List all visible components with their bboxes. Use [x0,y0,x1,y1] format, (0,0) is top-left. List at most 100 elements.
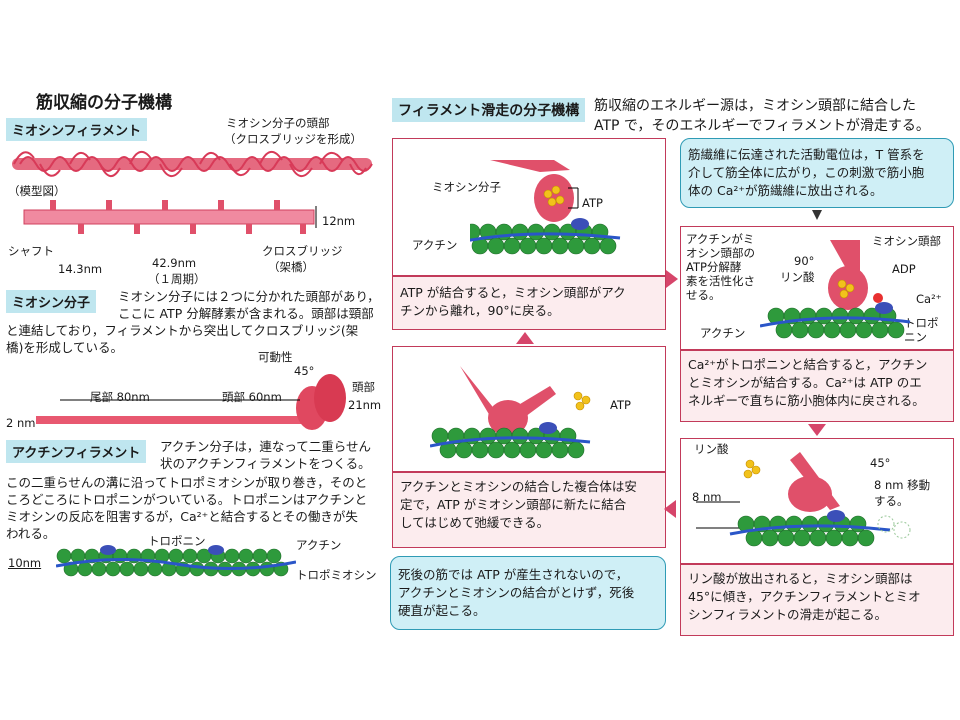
caption-mr-1: Ca²⁺がトロポニンと結合すると，アクチン [688,357,928,372]
mr-angle: 90° [794,254,815,268]
caption-ml-1: アクチンとミオシンの結合した複合体は安 [400,479,637,494]
caption-tl-1: ATP が結合すると，ミオシン頭部がアク [400,285,626,300]
mr-troponin-label-1: トロポ [904,316,939,330]
filament-hairs [13,151,373,177]
tl-myosin-head [534,174,574,222]
tropomyosin-label-left: トロポミオシン [296,568,377,582]
mr-ca-label: Ca²⁺ [916,292,942,306]
br-myosin-head [788,476,832,512]
myosin-head-label: ミオシン分子の頭部 [226,116,330,130]
myosin-text-1: ミオシン分子には２つに分かれた頭部があり， [118,289,380,304]
tl-actin-beads [470,223,617,255]
mr-calcium-ion [873,293,883,303]
br-troponin [827,510,845,522]
br-phosphate-dots [743,459,761,479]
caption-br-1: リン酸が放出されると，ミオシン頭部は [688,571,913,586]
mr-myosin-drawing [760,240,911,339]
ml-actin-beads [431,427,585,459]
head-dim: 21nm [348,398,382,412]
atp-label-tl: ATP [582,196,603,210]
caption-mr-2: とミオシンが結合する。Ca²⁺は ATP のエ [688,375,922,390]
mobility-angle: 45° [294,364,315,378]
arrow-down-small [812,210,822,220]
actin-text-3: この二重らせんの溝に沿ってトロポミオシンが取り巻き，そのと [6,475,368,490]
actin-label-tl: アクチン [412,238,458,252]
head-label: 頭部 [352,380,375,394]
myosin-head-right [314,374,346,422]
caption-br-2: 45°に傾き，アクチンフィラメントとミオ [688,589,921,604]
actin-text-4: ころどころにトロポニンがついている。トロポニンはアクチンと [6,492,368,507]
right-title-tag: フィラメント滑走の分子機構 [392,98,586,122]
crossbridge-label: クロスブリッジ [262,244,343,258]
arrow-down [808,424,826,436]
crossbridge-stubs [50,200,306,234]
arrow-right [666,270,678,288]
mr-phosphate-label: リン酸 [780,270,815,284]
note-bl-1: 死後の筋では ATP が産生されないので， [398,567,629,582]
br-dim: 8 nm [692,490,722,504]
arrow-up [516,332,534,344]
troponin-blobs-left [100,545,224,555]
mr-adp-label: ADP [892,262,916,276]
panel-calcium-caption-box [680,350,954,422]
panel-rigor-caption-box [392,472,666,548]
mr-troponin [875,302,893,314]
myosin-molecule-label: ミオシン分子 [432,180,501,194]
actin-text-2: 状のアクチンフィラメントをつくる。 [160,456,371,471]
tl-myosin-neck [490,160,570,172]
myosin-text-4: 橋)を形成している。 [6,340,124,355]
ml-myosin-drawing [430,366,591,459]
myosin-filament-drawing [12,151,373,177]
caption-ml-3: してはじめて弛緩できる。 [400,515,550,530]
caption-ml-2: 定で，ATP がミオシン頭部に新たに結合 [400,497,627,512]
br-move-1: 8 nm 移動 [874,478,931,492]
arrow-left [664,500,676,518]
note-rigor-mortis [390,556,666,630]
head-length: 頭部 60nm [222,390,282,404]
br-angle: 45° [870,456,891,470]
model-label: （模型図） [8,184,66,198]
mobility-label: 可動性 [258,350,293,364]
myosin-head-label-sub: （クロスブリッジを形成） [224,132,362,146]
br-phosphate-label: リン酸 [694,442,729,456]
myosin-shaft-bar [23,209,315,225]
actin-label-left: アクチン [296,538,342,552]
myosin-text-3: と連結しており，フィラメントから突出してクロスブリッジ(架 [6,323,359,338]
troponin-label-left: トロポニン [148,534,206,548]
actin-text-5: ミオシンの反応を阻害するが，Ca²⁺と結合するとその働きが失 [6,509,358,524]
mr-desc-2: オシン頭部の [686,246,755,260]
br-ghost-beads [877,515,911,539]
mr-desc-1: アクチンがミ [686,232,755,246]
mr-phosphate-dots [837,279,855,299]
crossbridge-label-sub: （架橋） [268,260,314,274]
actin-text-6: われる。 [6,526,56,541]
br-tropomyosin [729,524,891,536]
tail-length: 尾部 80nm [90,390,150,404]
dim-14nm: 14.3nm [58,262,103,276]
caption-tl-2: チンから離れ，90°に戻る。 [400,303,560,318]
ml-troponin [539,422,557,434]
tl-atp-dots [543,185,565,207]
br-actin-beads [737,515,875,547]
shaft-label: シャフト [8,244,54,258]
myosin-molecule-drawing [36,374,346,430]
caption-br-3: シンフィラメントの滑走が起こる。 [688,607,888,622]
actin-filament-left-drawing [56,545,296,577]
mr-myosin-head-label: ミオシン頭部 [872,234,941,248]
scale-10nm: 10nm [8,556,42,570]
actin-text-1: アクチン分子は，連なって二重らせん [160,439,372,454]
intro-line-2: ATP で，そのエネルギーでフィラメントが滑走する。 [594,118,930,134]
myosin-text-2: ここに ATP 分解酵素が含まれる。頭部は頸部 [118,306,374,321]
mr-tropomyosin [760,316,911,328]
myosin-molecule-tag: ミオシン分子 [6,290,97,313]
br-myosin-drawing [696,452,911,547]
ml-myosin-head [488,400,528,436]
mr-actin-beads [767,307,905,339]
note-tr-3: 体の Ca²⁺が筋繊維に放出される。 [688,183,883,198]
caption-mr-3: ネルギーで直ちに筋小胞体内に戻される。 [688,393,925,408]
atp-label-ml: ATP [610,398,631,412]
note-bl-3: 硬直が起こる。 [398,603,486,618]
myosin-model-drawing [23,200,317,234]
mr-actin-label: アクチン [700,326,746,340]
mr-myosin-neck [830,240,860,272]
